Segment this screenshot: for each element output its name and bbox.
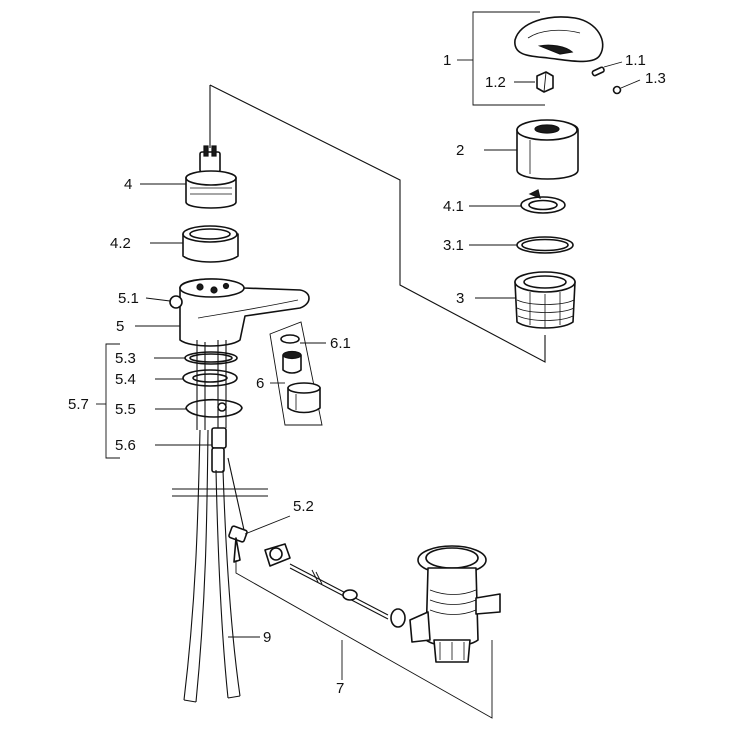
part-2-cap	[484, 119, 579, 180]
label-6-1: 6.1	[330, 335, 351, 352]
assembly-guide-lines	[209, 84, 546, 363]
label-2: 2	[456, 142, 464, 159]
label-4-2: 4.2	[110, 235, 131, 252]
label-5: 5	[116, 318, 124, 335]
callout-labels: 1 1.1 1.2 1.3 2 4.1 3.1 3 4 4.2 5.1 5 5.…	[68, 52, 666, 697]
part-5-2-lift-rod	[227, 457, 291, 563]
label-4: 4	[124, 176, 132, 193]
part-7-waste-body	[409, 545, 501, 663]
label-5-2: 5.2	[293, 498, 314, 515]
part-4-1-clip-ring	[469, 189, 566, 214]
label-4-1: 4.1	[443, 198, 464, 215]
part-1-1-pin	[591, 61, 623, 77]
label-6: 6	[256, 375, 264, 392]
label-5-7: 5.7	[68, 396, 89, 413]
part-6-bracket	[269, 321, 323, 426]
part-7-pivot-seal	[390, 608, 406, 628]
part-5-faucet-body	[135, 278, 310, 347]
label-5-5: 5.5	[115, 401, 136, 418]
part-5-4-washer	[155, 369, 238, 387]
part-1-lever-handle	[514, 16, 604, 63]
part-3-threaded-nut	[475, 271, 576, 329]
label-3-1: 3.1	[443, 237, 464, 254]
label-1-1: 1.1	[625, 52, 646, 69]
label-5-6: 5.6	[115, 437, 136, 454]
part-7-frame	[235, 560, 493, 719]
part-3-1-o-ring	[469, 236, 574, 254]
part-1-3-screw	[612, 79, 641, 95]
label-7: 7	[336, 680, 344, 697]
part-6-1-gasket	[280, 334, 326, 344]
label-1-2: 1.2	[485, 74, 506, 91]
countertop-line	[172, 488, 268, 497]
part-6-aerator-housing	[287, 382, 321, 414]
label-5-3: 5.3	[115, 350, 136, 367]
part-5-5-lock-plate	[155, 398, 243, 418]
body-threaded-studs	[196, 340, 227, 430]
part-1-bracket	[457, 11, 545, 106]
part-5-3-o-ring	[154, 351, 238, 365]
label-1-3: 1.3	[645, 70, 666, 87]
part-1-2-set-piece	[514, 71, 554, 93]
part-6-aerator-insert	[282, 350, 302, 374]
label-9: 9	[263, 629, 271, 646]
part-5-6-fitting	[155, 427, 227, 473]
part-7-pivot-rod	[289, 563, 389, 620]
part-4-2-sleeve-ring	[150, 225, 239, 263]
label-5-1: 5.1	[118, 290, 139, 307]
part-7-pivot-nut	[264, 543, 291, 567]
part-5-7-bracket	[96, 343, 120, 459]
part-9-flex-hoses	[183, 429, 260, 703]
label-3: 3	[456, 290, 464, 307]
label-1: 1	[443, 52, 451, 69]
part-4-cartridge	[140, 145, 237, 209]
label-5-4: 5.4	[115, 371, 136, 388]
